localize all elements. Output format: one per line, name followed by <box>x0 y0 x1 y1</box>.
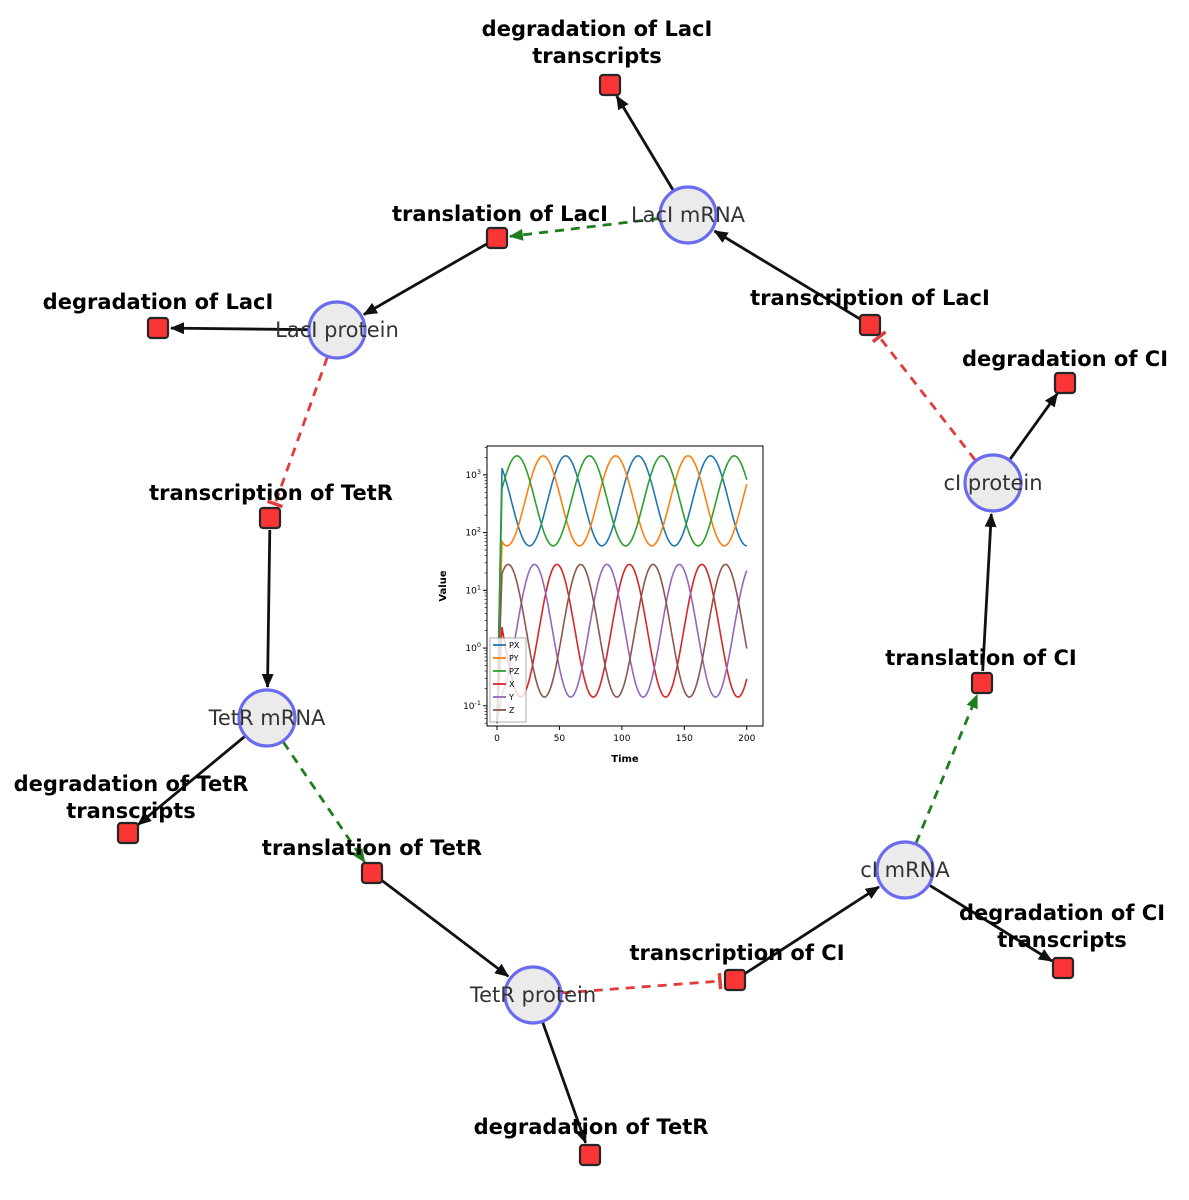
edge-consume-tetr-protein-to-degradation-tetr <box>541 1021 587 1144</box>
legend-entry-Z: Z <box>509 706 515 715</box>
edge-inhibit-laci-protein-to-transcription-tetr <box>266 356 329 509</box>
edge-consume-ci-mrna-to-degradation-ci-transcripts <box>928 884 1053 963</box>
species-node-ci-mrna <box>875 840 935 900</box>
reaction-node-translation-laci <box>485 226 509 250</box>
species-node-tetr-protein <box>503 965 563 1025</box>
species-label-tetr-mrna: TetR mRNA <box>208 706 326 730</box>
species-label-tetr-protein: TetR protein <box>469 983 596 1007</box>
x-tick-label: 200 <box>738 734 755 744</box>
reaction-label-degradation-tetr: degradation of TetR <box>474 1115 709 1139</box>
reaction-node-transcription-tetr <box>258 506 282 530</box>
legend-entry-Y: Y <box>508 693 514 702</box>
legend-entry-PX: PX <box>509 641 520 650</box>
reaction-node-transcription-laci <box>858 313 882 337</box>
reaction-node-transcription-ci <box>723 968 747 992</box>
chart-series-Z <box>496 563 748 724</box>
x-tick-label: 50 <box>554 734 566 744</box>
chart-axes-frame <box>486 445 764 727</box>
chart-series-PX <box>496 454 747 724</box>
chart-series-X <box>496 563 748 724</box>
reaction-node-degradation-tetr-transcripts <box>116 821 140 845</box>
legend-entry-X: X <box>509 680 515 689</box>
edge-inhibit-tetr-protein-to-transcription-ci <box>561 972 723 995</box>
species-label-laci-mrna: LacI mRNA <box>631 203 746 227</box>
chart-series-Y <box>496 563 748 724</box>
reaction-label-degradation-laci: degradation of LacI <box>43 290 274 314</box>
y-tick-label: 102 <box>465 526 481 539</box>
reaction-label-transcription-ci: transcription of CI <box>629 941 844 965</box>
x-tick-label: 150 <box>676 734 693 744</box>
edge-produce-translation-tetr-to-tetr-protein <box>380 879 510 978</box>
edge-inhibit-ci-protein-to-transcription-laci <box>871 330 977 461</box>
x-tick-label: 0 <box>494 734 500 744</box>
chart-series-PZ <box>496 454 748 724</box>
reaction-node-degradation-ci-transcripts <box>1051 956 1075 980</box>
edge-consume-tetr-mrna-to-degradation-tetr-transcripts <box>137 735 246 826</box>
edge-produce-translation-laci-to-laci-protein <box>363 242 488 316</box>
legend-entry-PY: PY <box>509 654 519 663</box>
species-node-ci-protein <box>963 453 1023 513</box>
x-tick-label: 100 <box>613 734 630 744</box>
reaction-label-translation-ci: translation of CI <box>885 646 1076 670</box>
species-node-laci-mrna <box>658 185 718 245</box>
reaction-node-translation-tetr <box>360 861 384 885</box>
edge-consume-laci-mrna-to-degradation-laci-transcripts <box>615 95 675 191</box>
reaction-node-degradation-ci <box>1053 371 1077 395</box>
y-tick-label: 103 <box>465 468 481 481</box>
reaction-label-translation-tetr: translation of TetR <box>262 836 482 860</box>
reaction-node-degradation-laci <box>146 316 170 340</box>
edge-consume-ci-protein-to-degradation-ci <box>1008 392 1059 461</box>
species-node-tetr-mrna <box>237 688 297 748</box>
y-tick-label: 100 <box>465 641 481 654</box>
reaction-label-degradation-ci: degradation of CI <box>962 347 1168 371</box>
edge-consume-laci-protein-to-degradation-laci <box>170 322 309 335</box>
edge-produce-transcription-tetr-to-tetr-mrna <box>261 529 274 688</box>
edge-produce-transcription-ci-to-ci-mrna <box>744 885 880 975</box>
species-node-laci-protein <box>307 300 367 360</box>
y-tick-label: 10-1 <box>463 699 481 712</box>
edge-modifier-tetr-mrna-to-translation-tetr <box>282 741 366 864</box>
species-label-ci-mrna: cI mRNA <box>860 858 950 882</box>
species-label-ci-protein: cI protein <box>943 471 1042 495</box>
edge-produce-translation-ci-to-ci-protein <box>981 513 997 672</box>
reaction-label-translation-laci: translation of LacI <box>392 202 608 226</box>
edge-produce-transcription-laci-to-laci-mrna <box>713 229 861 320</box>
reaction-label-transcription-laci: transcription of LacI <box>750 286 990 310</box>
y-tick-label: 101 <box>465 583 481 596</box>
reaction-node-degradation-tetr <box>578 1143 602 1167</box>
x-axis-label: Time <box>611 754 639 765</box>
edge-modifier-ci-mrna-to-translation-ci <box>914 694 979 844</box>
legend-entry-PZ: PZ <box>509 667 520 676</box>
y-axis-label: Value <box>438 570 449 601</box>
reaction-label-transcription-tetr: transcription of TetR <box>149 481 393 505</box>
reaction-node-degradation-laci-transcripts <box>598 73 622 97</box>
chart-series-PY <box>496 454 748 724</box>
reaction-node-translation-ci <box>970 671 994 695</box>
species-label-laci-protein: LacI protein <box>275 318 399 342</box>
chart-legend: PX PY PZ XYZ <box>489 637 527 723</box>
